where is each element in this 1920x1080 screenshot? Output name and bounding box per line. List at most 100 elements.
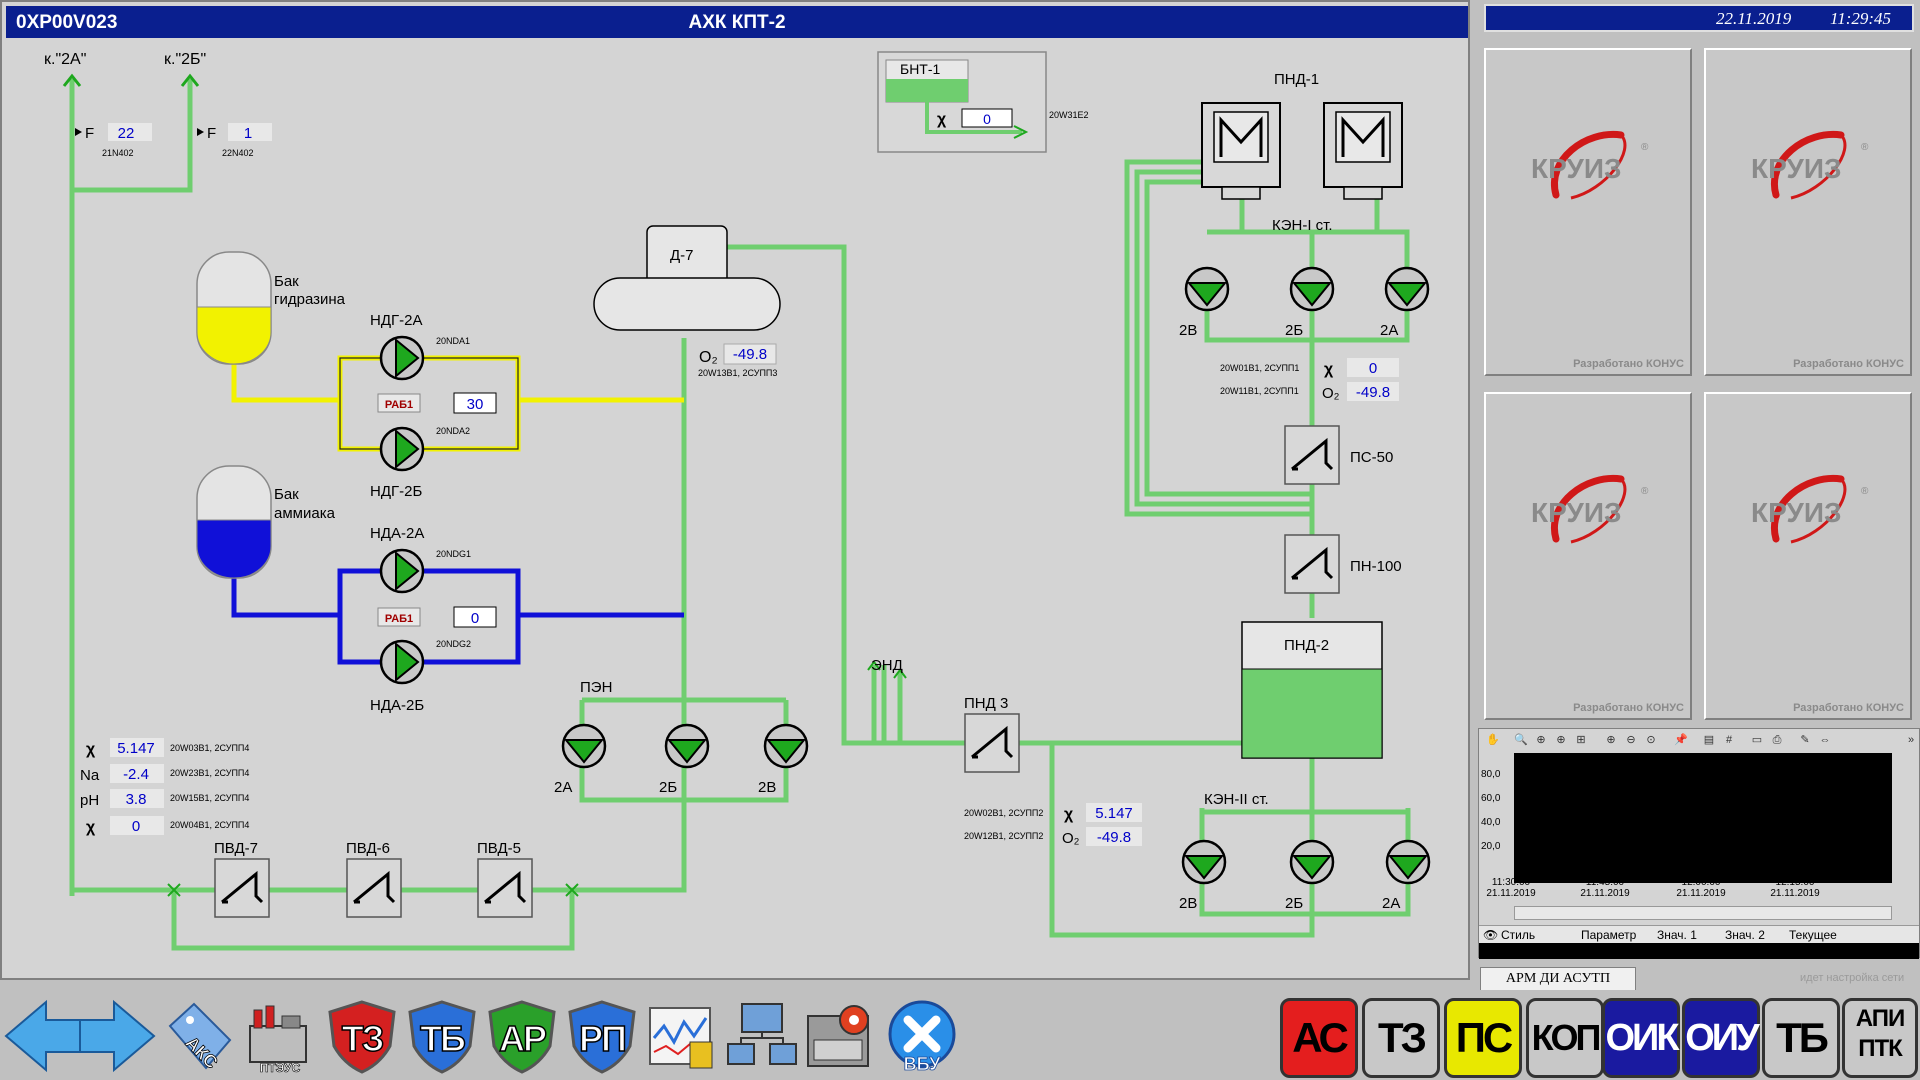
- status-tb[interactable]: ТБ: [1762, 998, 1840, 1078]
- ken2-pump-2a[interactable]: [1385, 839, 1431, 885]
- kruiz-brand-text: КРУИЗ: [1751, 153, 1841, 184]
- zoom-out-icon[interactable]: ⊖: [1626, 734, 1636, 746]
- chem-3-value[interactable]: 0: [132, 818, 140, 835]
- edit-icon[interactable]: ✎: [1800, 734, 1810, 746]
- output-2a-value[interactable]: 22: [118, 125, 135, 142]
- zoom-in-icon[interactable]: ⊕: [1606, 734, 1616, 746]
- ken1-pump-2a[interactable]: [1384, 266, 1430, 312]
- ammonia-mode[interactable]: РАБ1: [385, 613, 413, 625]
- eye-icon[interactable]: 👁: [1483, 928, 1499, 942]
- print-icon[interactable]: ⎙: [1772, 734, 1782, 746]
- ammonia-tank: [196, 465, 272, 579]
- settings-icon[interactable]: ⇔: [1819, 734, 1831, 746]
- zoom-box-icon[interactable]: ⊞: [1576, 734, 1586, 746]
- pnd-2-tank[interactable]: [1241, 621, 1383, 759]
- hydrazine-value[interactable]: 30: [467, 396, 484, 413]
- pvd-5[interactable]: [476, 857, 534, 919]
- status-oiu[interactable]: ОИУ: [1682, 998, 1760, 1078]
- trends-button[interactable]: [644, 998, 720, 1074]
- bnt-value[interactable]: 0: [983, 111, 991, 127]
- settings-panel-button[interactable]: [804, 998, 880, 1074]
- chem-0-value[interactable]: 5.147: [117, 740, 155, 757]
- logo-tile-2[interactable]: КРУИЗ ® Разработано КОНУС: [1704, 48, 1912, 376]
- logo-tile-3[interactable]: КРУИЗ ® Разработано КОНУС: [1484, 392, 1692, 720]
- hand-icon[interactable]: ✋: [1486, 734, 1500, 746]
- pvd-6[interactable]: [345, 857, 403, 919]
- logo-tile-4[interactable]: КРУИЗ ® Разработано КОНУС: [1704, 392, 1912, 720]
- network-button[interactable]: [724, 998, 800, 1074]
- deaerator-d7[interactable]: [593, 225, 781, 331]
- forward-arrow-icon[interactable]: [79, 999, 156, 1073]
- chart-icon[interactable]: ▤: [1703, 734, 1715, 746]
- zoom-x-icon[interactable]: ⊕: [1536, 734, 1546, 746]
- zoom-y-icon[interactable]: ⊕: [1556, 734, 1566, 746]
- status-ps[interactable]: ПС: [1444, 998, 1522, 1078]
- ken1-pump-2b[interactable]: [1289, 266, 1335, 312]
- ken2-meas-0-value[interactable]: 5.147: [1095, 805, 1133, 822]
- tz-shield-button[interactable]: ТЗ: [324, 998, 400, 1074]
- collapse-icon[interactable]: »: [1907, 734, 1915, 746]
- legend-col: Знач. 1: [1657, 928, 1697, 942]
- pin-icon[interactable]: 📌: [1674, 734, 1688, 746]
- pvd-6-label: ПВД-6: [346, 840, 390, 857]
- scheme-panel: 0XP00V023 АХК КПТ-2: [0, 0, 1470, 980]
- tz-label: ТЗ: [341, 1017, 385, 1060]
- pvd-7[interactable]: [213, 857, 271, 919]
- status-kop[interactable]: КОП: [1526, 998, 1604, 1078]
- ps-50[interactable]: [1283, 424, 1341, 486]
- zoom-icon[interactable]: 🔍: [1514, 734, 1528, 746]
- exit-button[interactable]: ВБУ: [884, 998, 960, 1074]
- ken1-pump-2v[interactable]: [1184, 266, 1230, 312]
- status-tz[interactable]: ТЗ: [1362, 998, 1440, 1078]
- ammonia-value[interactable]: 0: [471, 610, 479, 627]
- exit-label: ВБУ: [904, 1054, 941, 1074]
- pen-pump-2v[interactable]: [763, 723, 809, 769]
- back-arrow-icon[interactable]: [4, 999, 81, 1073]
- pen-pump-2a[interactable]: [561, 723, 607, 769]
- save-icon[interactable]: ▭: [1751, 734, 1763, 746]
- ammonia-pipes: [231, 568, 684, 665]
- ken1-meas-1-value[interactable]: -49.8: [1356, 384, 1390, 401]
- chem-2-value[interactable]: 3.8: [126, 791, 147, 808]
- network-icon: [727, 1003, 797, 1065]
- pump-ndg-2a[interactable]: [379, 335, 425, 381]
- trend-scrollbar[interactable]: [1514, 906, 1892, 920]
- scheme-title: АХК КПТ-2: [688, 12, 786, 33]
- aks-button[interactable]: АКС: [160, 998, 236, 1074]
- pump-nda-2a[interactable]: [379, 548, 425, 594]
- zoom-reset-icon[interactable]: ⊙: [1646, 734, 1656, 746]
- ken1-meas-0-value[interactable]: 0: [1369, 360, 1377, 377]
- pump-nda-2b[interactable]: [379, 639, 425, 685]
- status-as[interactable]: АС: [1280, 998, 1358, 1078]
- ken2-meas-1-value[interactable]: -49.8: [1097, 829, 1131, 846]
- ken2-pump-2v[interactable]: [1181, 839, 1227, 885]
- output-2b-value[interactable]: 1: [244, 125, 252, 142]
- pump-ndg-2b[interactable]: [379, 426, 425, 472]
- ken2-pump-2b[interactable]: [1289, 839, 1335, 885]
- deaerator-o2-value[interactable]: -49.8: [733, 346, 767, 363]
- trend-plot-area[interactable]: [1514, 753, 1892, 883]
- status-oik[interactable]: ОИК: [1602, 998, 1680, 1078]
- pnd-1-a[interactable]: [1201, 102, 1281, 200]
- pnd-1-b[interactable]: [1323, 102, 1403, 200]
- pnd-1-label: ПНД-1: [1274, 71, 1319, 88]
- end-label: ЭНД: [871, 657, 903, 674]
- logo-tile-1[interactable]: КРУИЗ ® Разработано КОНУС: [1484, 48, 1692, 376]
- arm-button[interactable]: АРМ ДИ АСУТП: [1480, 967, 1636, 991]
- tb-shield-button[interactable]: ТБ: [404, 998, 480, 1074]
- rp-shield-button[interactable]: РП: [564, 998, 640, 1074]
- pnd-3[interactable]: [963, 712, 1021, 774]
- pn-100[interactable]: [1283, 533, 1341, 595]
- pen-label: ПЭН: [580, 679, 612, 696]
- ar-shield-button[interactable]: АР: [484, 998, 560, 1074]
- output-2b-label: к."2Б": [164, 51, 206, 68]
- chem-1-value[interactable]: -2.4: [123, 766, 149, 783]
- pen-pump-2b[interactable]: [664, 723, 710, 769]
- hydrazine-mode[interactable]: РАБ1: [385, 399, 413, 411]
- scheme-code: 0XP00V023: [16, 12, 118, 33]
- status-api-ptk[interactable]: АПИ ПТК: [1842, 998, 1918, 1078]
- chem-3-param: χ: [86, 819, 96, 836]
- pteus-button[interactable]: ПТЭУС: [242, 998, 318, 1075]
- bnt-panel[interactable]: [877, 51, 1047, 153]
- grid-icon[interactable]: #: [1725, 734, 1733, 746]
